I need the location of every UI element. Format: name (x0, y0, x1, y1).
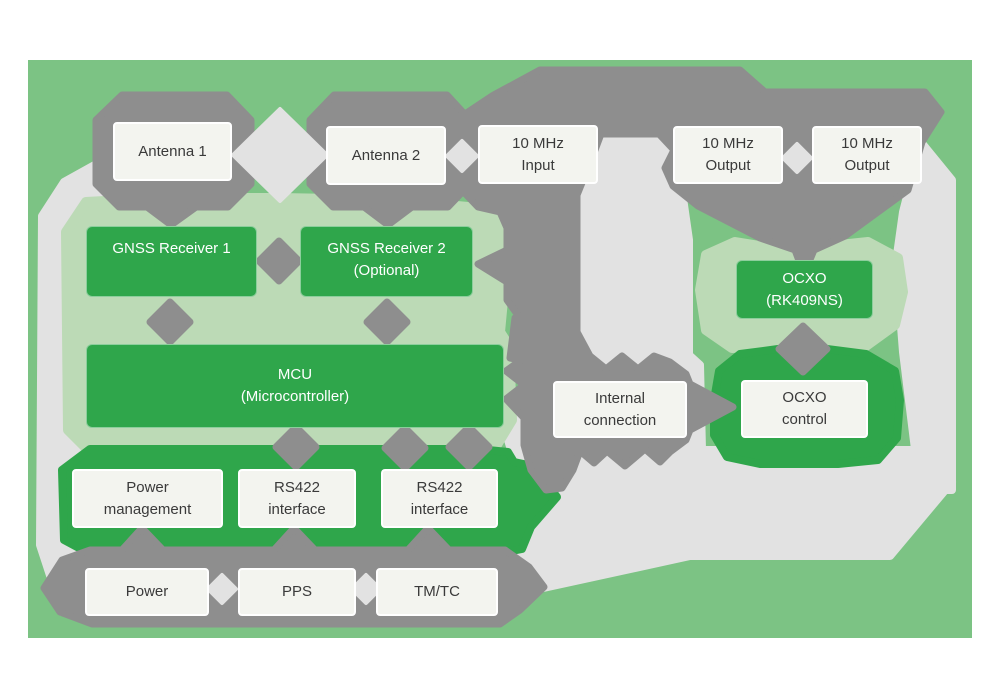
connector-mcu-down-diamond (445, 423, 493, 471)
connector-ocxo-control-diamond (775, 322, 831, 376)
connector-antenna2-input-diamond (445, 139, 479, 173)
connector-power-pps-diamond (206, 573, 238, 605)
node-ocxo: OCXO (RK409NS) (736, 260, 873, 319)
node-10mhz-input: 10 MHz Input (478, 125, 598, 184)
node-pps: PPS (238, 568, 356, 616)
node-mcu: MCU (Microcontroller) (86, 344, 504, 428)
node-antenna-2: Antenna 2 (326, 126, 446, 185)
node-antenna-1: Antenna 1 (113, 122, 232, 181)
node-rs422-interface-2: RS422 interface (381, 469, 498, 528)
connector-gnss2-mcu-diamond (363, 298, 411, 346)
connector-gnss1-mcu-diamond (146, 298, 194, 346)
connector-gnss1-gnss2-diamond (255, 237, 303, 285)
node-power: Power (85, 568, 209, 616)
node-gnss-receiver-1: GNSS Receiver 1 (86, 226, 257, 297)
routing-right-band (892, 138, 956, 494)
node-10mhz-output-1: 10 MHz Output (673, 126, 783, 184)
connector-output-output-diamond (781, 142, 813, 174)
node-10mhz-output-2: 10 MHz Output (812, 126, 922, 184)
connector-mcu-rs422b-diamond (381, 424, 429, 472)
node-gnss-receiver-2: GNSS Receiver 2 (Optional) (300, 226, 473, 297)
node-rs422-interface-1: RS422 interface (238, 469, 356, 528)
node-internal-connection: Internal connection (553, 381, 687, 438)
connector-mcu-rs422a-diamond (272, 423, 320, 471)
node-ocxo-control: OCXO control (741, 380, 868, 438)
node-tm-tc: TM/TC (376, 568, 498, 616)
node-power-management: Power management (72, 469, 223, 528)
